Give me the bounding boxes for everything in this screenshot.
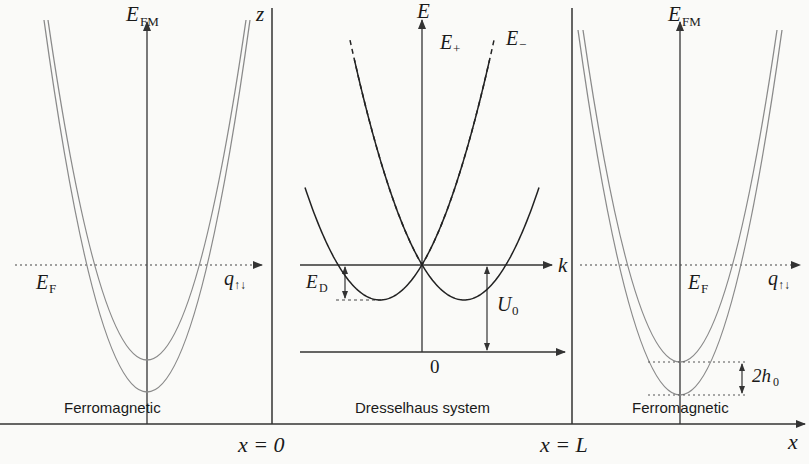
subscript: D: [319, 282, 328, 294]
subscript: +: [453, 42, 460, 55]
axis-label: E: [668, 4, 681, 25]
axis-label: E: [417, 1, 430, 22]
position-label: x = L: [540, 434, 588, 456]
splitting-label: 2h: [752, 366, 771, 385]
axis-label: k: [558, 255, 567, 276]
subscript: F: [701, 282, 708, 295]
subscript: 0: [773, 376, 779, 388]
axis-label: 0: [430, 357, 440, 376]
axis-label: E: [126, 4, 139, 25]
splitting-arrow: [741, 364, 742, 393]
subscript: 0: [512, 304, 519, 317]
region-label: Ferromagnetic: [632, 400, 729, 415]
band-label: E: [506, 28, 518, 48]
fermi-label: E: [688, 272, 700, 292]
axis-label: q: [768, 268, 778, 288]
energy-label: E: [306, 272, 318, 291]
subscript: F: [49, 282, 56, 295]
level-line: [648, 362, 748, 363]
zero-axis: [300, 351, 565, 352]
energy-label: U: [497, 294, 511, 314]
lower-band: [305, 60, 490, 300]
fermi-level-axis: [580, 264, 800, 265]
energy-axis: [421, 20, 422, 352]
subscript: ↑↓: [234, 279, 246, 291]
upper-band: [350, 40, 494, 265]
fermi-level-axis: [15, 264, 262, 265]
ed-arrow: [344, 267, 345, 298]
spin-band: [583, 30, 777, 362]
energy-axis: [146, 22, 147, 424]
x-axis: [0, 423, 805, 425]
position-label: x: [788, 431, 798, 453]
axis-label: z: [256, 4, 264, 25]
subscript: FM: [682, 15, 701, 28]
subscript: ↑↓: [778, 279, 790, 291]
spin-band: [48, 20, 246, 360]
u0-arrow: [486, 267, 487, 350]
fermi-label: E: [36, 272, 48, 292]
subscript: FM: [140, 15, 159, 28]
interface-line: [271, 8, 273, 424]
spin-band: [44, 20, 250, 392]
spin-band: [578, 30, 782, 395]
band-label: E: [440, 32, 452, 52]
lower-band: [355, 60, 540, 300]
dispersion-curves: [305, 40, 539, 300]
region-label: Ferromagnetic: [64, 400, 161, 415]
region-label: Dresselhaus system: [355, 400, 490, 415]
interface-line: [571, 8, 573, 424]
level-line: [648, 395, 748, 396]
position-label: x = 0: [238, 434, 285, 456]
energy-axis: [679, 22, 680, 424]
subscript: −: [519, 38, 526, 51]
axis-label: q: [224, 268, 234, 288]
